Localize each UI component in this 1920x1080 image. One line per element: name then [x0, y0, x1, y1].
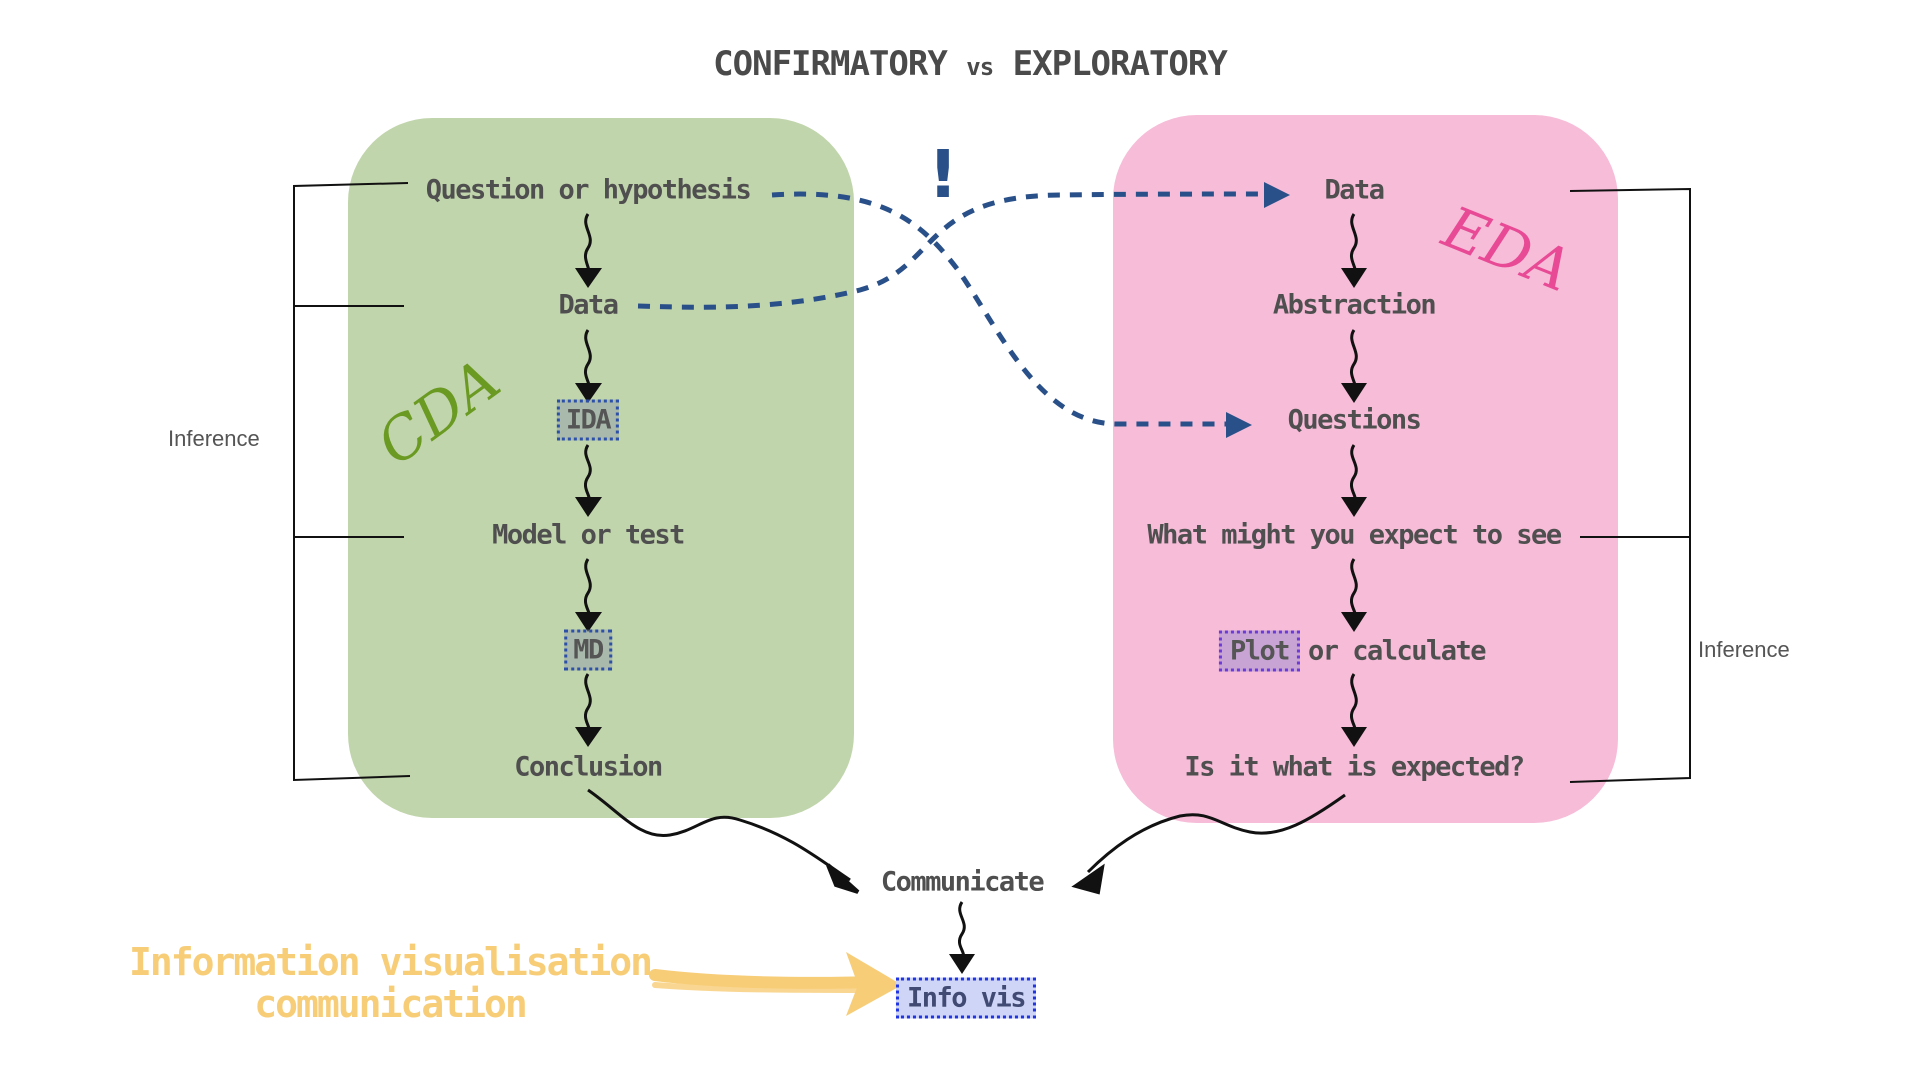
inference-left-label: Inference [168, 426, 260, 451]
question-to-questions-dashed [771, 191, 1230, 427]
cda-arrow-4 [583, 558, 592, 622]
cross-dashed-arrows [637, 191, 1271, 427]
eda-arrowhead-4 [1341, 612, 1367, 632]
eda-step-check: Is it what is expected? [1184, 751, 1525, 783]
info-vis-node: Info vis [895, 977, 1037, 1019]
cda-arrowhead-4 [575, 612, 602, 632]
cda-arrow-3 [583, 444, 592, 506]
inference-bracket-left [293, 182, 411, 782]
eda-data-dashed-head [1264, 182, 1290, 208]
eda-arrow-5 [1349, 673, 1358, 737]
eda-step-questions: Questions [1287, 404, 1422, 436]
cda-to-communicate-head [826, 863, 860, 894]
communicate-node: Communicate [880, 866, 1045, 898]
eda-to-communicate-arrow [1086, 793, 1346, 874]
eda-arrow-3 [1349, 444, 1358, 506]
cda-step-question: Question or hypothesis [425, 174, 752, 206]
cda-flow-arrows [575, 213, 602, 747]
annotation-arrow [649, 952, 902, 1016]
inference-right-label: Inference [1698, 637, 1790, 662]
cda-arrowhead-3 [575, 497, 602, 517]
eda-arrow-4 [1349, 558, 1358, 622]
cda-step-model: Model or test [492, 519, 685, 551]
eda-flow-arrows [1341, 213, 1367, 747]
cda-step-md: MD [564, 629, 612, 671]
communicate-to-infovis-arrow [957, 901, 966, 961]
eda-panel [1113, 115, 1618, 823]
page-title: CONFIRMATORY vs EXPLORATORY [0, 44, 1920, 84]
communicate-to-infovis-head [949, 954, 975, 974]
eda-to-communicate-head [1071, 863, 1105, 895]
annotation-line2: communication [254, 982, 527, 1026]
eda-step-data: Data [1324, 174, 1385, 206]
eda-arrowhead-2 [1341, 383, 1367, 403]
cda-arrowhead-5 [575, 727, 602, 747]
eda-arrowhead-5 [1341, 727, 1367, 747]
data-to-eda-data-dashed [637, 191, 1271, 310]
eda-arrowhead-3 [1341, 497, 1367, 517]
converge-arrows [587, 788, 1346, 974]
cda-arrowhead-1 [575, 268, 602, 288]
eda-step-plot: Plot [1218, 630, 1300, 672]
cda-step-ida: IDA [556, 399, 620, 441]
eda-step-abstraction: Abstraction [1272, 289, 1437, 321]
title-left: CONFIRMATORY [713, 44, 948, 84]
cda-arrow-5 [583, 673, 592, 737]
title-right: EXPLORATORY [1012, 44, 1228, 84]
eda-step-expect: What might you expect to see [1147, 519, 1562, 551]
title-vs: vs [966, 53, 994, 81]
eda-step-calculate: or calculate [1307, 635, 1487, 667]
eda-arrowhead-1 [1341, 268, 1367, 288]
annotation-line1: Information visualisation [129, 940, 653, 984]
cda-to-communicate-arrow [587, 788, 851, 882]
inference-bracket-right [1569, 187, 1691, 783]
cda-step-conclusion: Conclusion [514, 751, 663, 783]
exclamation-mark: ! [928, 136, 959, 213]
questions-dashed-head [1226, 412, 1252, 438]
cda-step-data: Data [558, 289, 619, 321]
eda-step-plot-row: Plot or calculate [1218, 630, 1487, 672]
cda-panel [348, 118, 854, 818]
cda-arrowhead-2 [575, 383, 602, 403]
